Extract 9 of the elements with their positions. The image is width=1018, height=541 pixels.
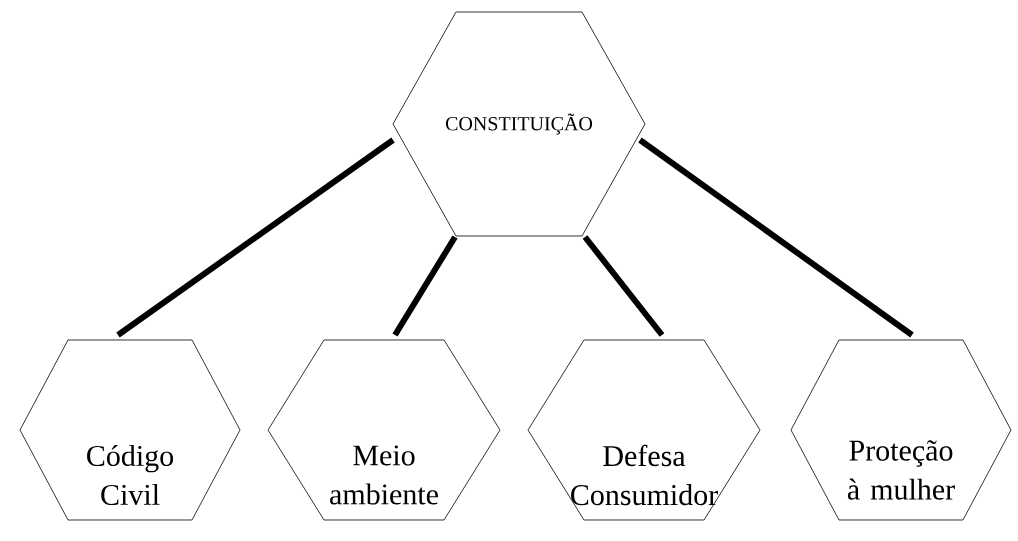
connector-line [582, 235, 665, 337]
hexagon: CONSTITUIÇÃO [392, 11, 646, 237]
connector-line [392, 235, 458, 337]
connector-line [638, 137, 914, 338]
hexagon: Proteção à mulher [790, 339, 1012, 521]
connector-line [116, 137, 395, 338]
hexagon: Defesa Consumidor [527, 339, 761, 521]
hexagon: Código Civil [19, 339, 241, 521]
hexagon: Meio ambiente [267, 339, 501, 521]
